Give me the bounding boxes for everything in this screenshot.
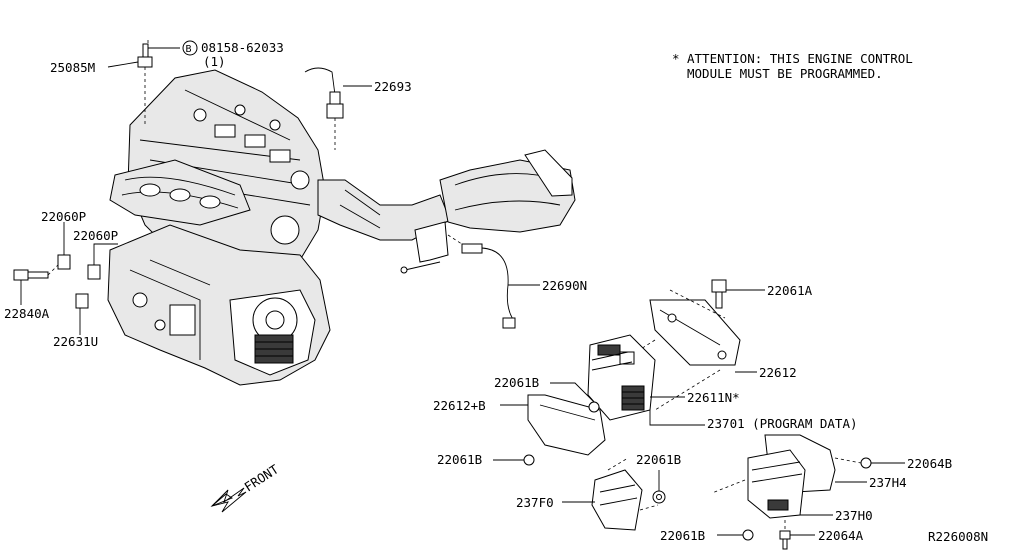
attention-star: * xyxy=(672,51,680,66)
bolt-symbol: B xyxy=(186,44,192,55)
label-22690n: 22690N xyxy=(542,278,587,293)
ecm-bracket-22612 xyxy=(599,289,757,411)
bolt-qty: (1) xyxy=(203,54,226,69)
bolt-code: 08158-62033 xyxy=(201,40,284,55)
attention-line-1: ATTENTION: THIS ENGINE CONTROL xyxy=(687,51,913,66)
label-23701: 23701 (PROGRAM DATA) xyxy=(707,416,858,431)
exhaust-catalyst xyxy=(317,149,576,274)
label-22061a: 22061A xyxy=(767,283,813,298)
label-22061b-a: 22061B xyxy=(494,375,539,390)
ecm-cover-237h4-237h0 xyxy=(711,434,867,519)
label-22064b: 22064B xyxy=(907,456,952,471)
label-22060p-a: 22060P xyxy=(41,209,86,224)
label-22061b-c: 22061B xyxy=(636,452,681,467)
bolt-reference: B 08158-62033 (1) xyxy=(182,40,284,69)
sensor-22693 xyxy=(304,67,372,150)
label-22631u: 22631U xyxy=(53,334,98,349)
front-arrow-icon xyxy=(210,487,247,513)
label-22840a: 22840A xyxy=(4,306,50,321)
nut-22061b-a xyxy=(550,382,600,413)
knock-sensor-group xyxy=(13,222,118,335)
nut-22061b-d xyxy=(717,529,754,541)
bracket-22612b xyxy=(500,394,606,456)
label-22061b-d: 22061B xyxy=(660,528,705,543)
bolt-22064a xyxy=(779,520,815,550)
sensor-25085m xyxy=(107,40,180,125)
attention-note: * ATTENTION: THIS ENGINE CONTROL MODULE … xyxy=(672,51,913,81)
label-22060p-b: 22060P xyxy=(73,228,118,243)
sensor-22690n xyxy=(447,234,540,329)
label-22693: 22693 xyxy=(374,79,412,94)
label-25085m: 25085M xyxy=(50,60,95,75)
bolt-symbol-circle xyxy=(182,40,198,56)
label-22612b: 22612+B xyxy=(433,398,486,413)
label-22612: 22612 xyxy=(759,365,797,380)
front-label: FRONT xyxy=(241,461,281,494)
nut-22061b-b xyxy=(493,454,535,466)
attention-line-2: MODULE MUST BE PROGRAMMED. xyxy=(687,66,883,81)
ecm-module-22611n xyxy=(587,334,705,426)
drawing-id: R226008N xyxy=(928,529,988,544)
nut-22061b-c xyxy=(652,470,666,504)
label-237h0: 237H0 xyxy=(835,508,873,523)
label-22064a: 22064A xyxy=(818,528,864,543)
label-237h4: 237H4 xyxy=(869,475,907,490)
engine-assembly xyxy=(107,69,331,386)
bolt-22061a xyxy=(711,279,765,309)
cover-237f0 xyxy=(562,457,659,531)
nut-22064b xyxy=(834,457,905,469)
label-237f0: 237F0 xyxy=(516,495,554,510)
label-22061b-b: 22061B xyxy=(437,452,482,467)
label-22611n: 22611N* xyxy=(687,390,740,405)
